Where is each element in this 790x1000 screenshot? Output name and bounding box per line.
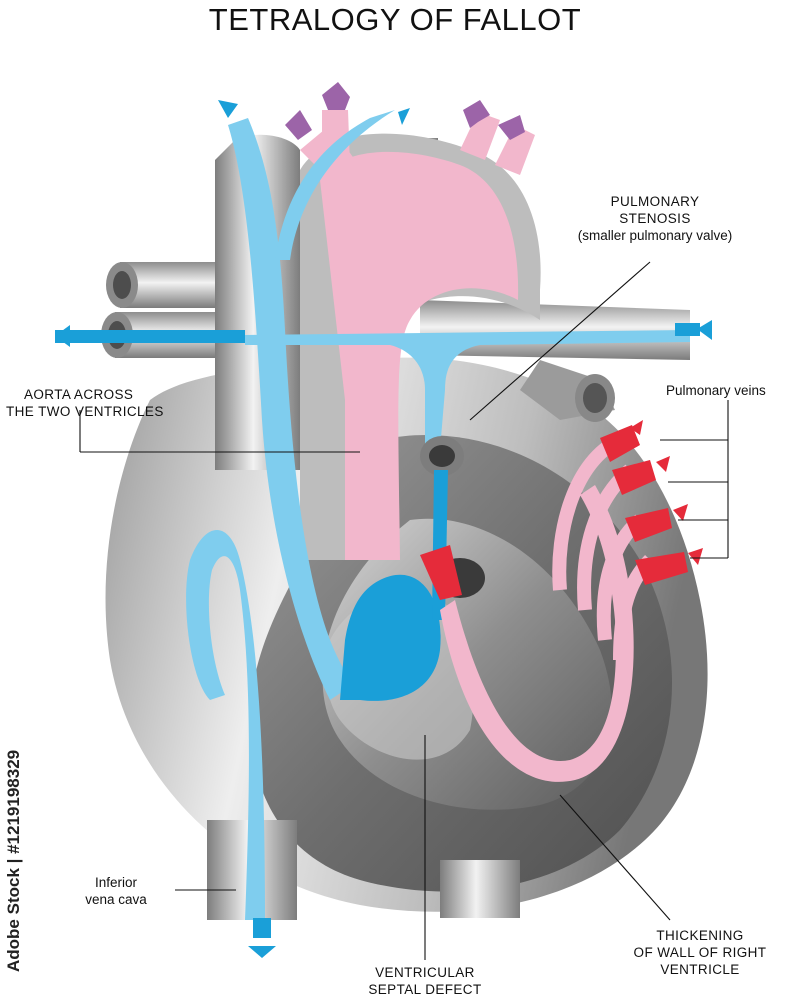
label-line: Inferior: [94, 875, 138, 890]
label-line: PULMONARY: [610, 194, 700, 209]
label-line: THICKENING: [656, 928, 744, 943]
label-ventricular-septal-defect: VENTRICULAR SEPTAL DEFECT: [345, 964, 505, 998]
pulmonary-artery-flow: [245, 330, 690, 450]
left-ventricle-flow: [440, 485, 634, 782]
stock-watermark-id: Adobe Stock | #1219198329: [4, 749, 23, 972]
label-pulmonary-stenosis: PULMONARY STENOSIS (smaller pulmonary va…: [565, 193, 745, 244]
page-title: TETRALOGY OF FALLOT: [208, 2, 582, 37]
venous-flow-right: [275, 110, 395, 260]
label-line: AORTA ACROSS: [24, 387, 134, 402]
venous-flow-ivc: [186, 530, 265, 920]
descending-aorta-tube: [440, 860, 520, 918]
label-line: OF WALL OF RIGHT: [633, 945, 767, 960]
label-inferior-vena-cava: Inferior vena cava: [60, 874, 172, 908]
label-line: (smaller pulmonary valve): [577, 228, 733, 243]
label-pulmonary-veins: Pulmonary veins: [666, 383, 766, 398]
label-line: STENOSIS: [619, 211, 691, 226]
aorta: [320, 151, 519, 560]
leader-lines: [79, 261, 729, 960]
purple-arrows: [285, 82, 525, 140]
right-pulmonary-tube: [420, 300, 690, 360]
label-aorta: AORTA ACROSS THE TWO VENTRICLES: [6, 386, 186, 420]
arch-branch-2: [495, 125, 535, 175]
label-thickening-right-ventricle: THICKENING OF WALL OF RIGHT VENTRICLE: [620, 927, 780, 978]
label-line: VENTRICLE: [660, 962, 740, 977]
septal-defect-red: [420, 545, 462, 600]
venous-flow-svc: [228, 118, 353, 700]
label-line: THE TWO VENTRICLES: [6, 404, 164, 419]
pulmonary-vein-red-inlets: [600, 420, 703, 585]
label-line: SEPTAL DEFECT: [368, 982, 482, 997]
arch-branch-1: [460, 112, 500, 160]
label-line: VENTRICULAR: [375, 965, 475, 980]
label-line: vena cava: [85, 892, 147, 907]
mixed-blood-ventricle: [340, 574, 441, 701]
